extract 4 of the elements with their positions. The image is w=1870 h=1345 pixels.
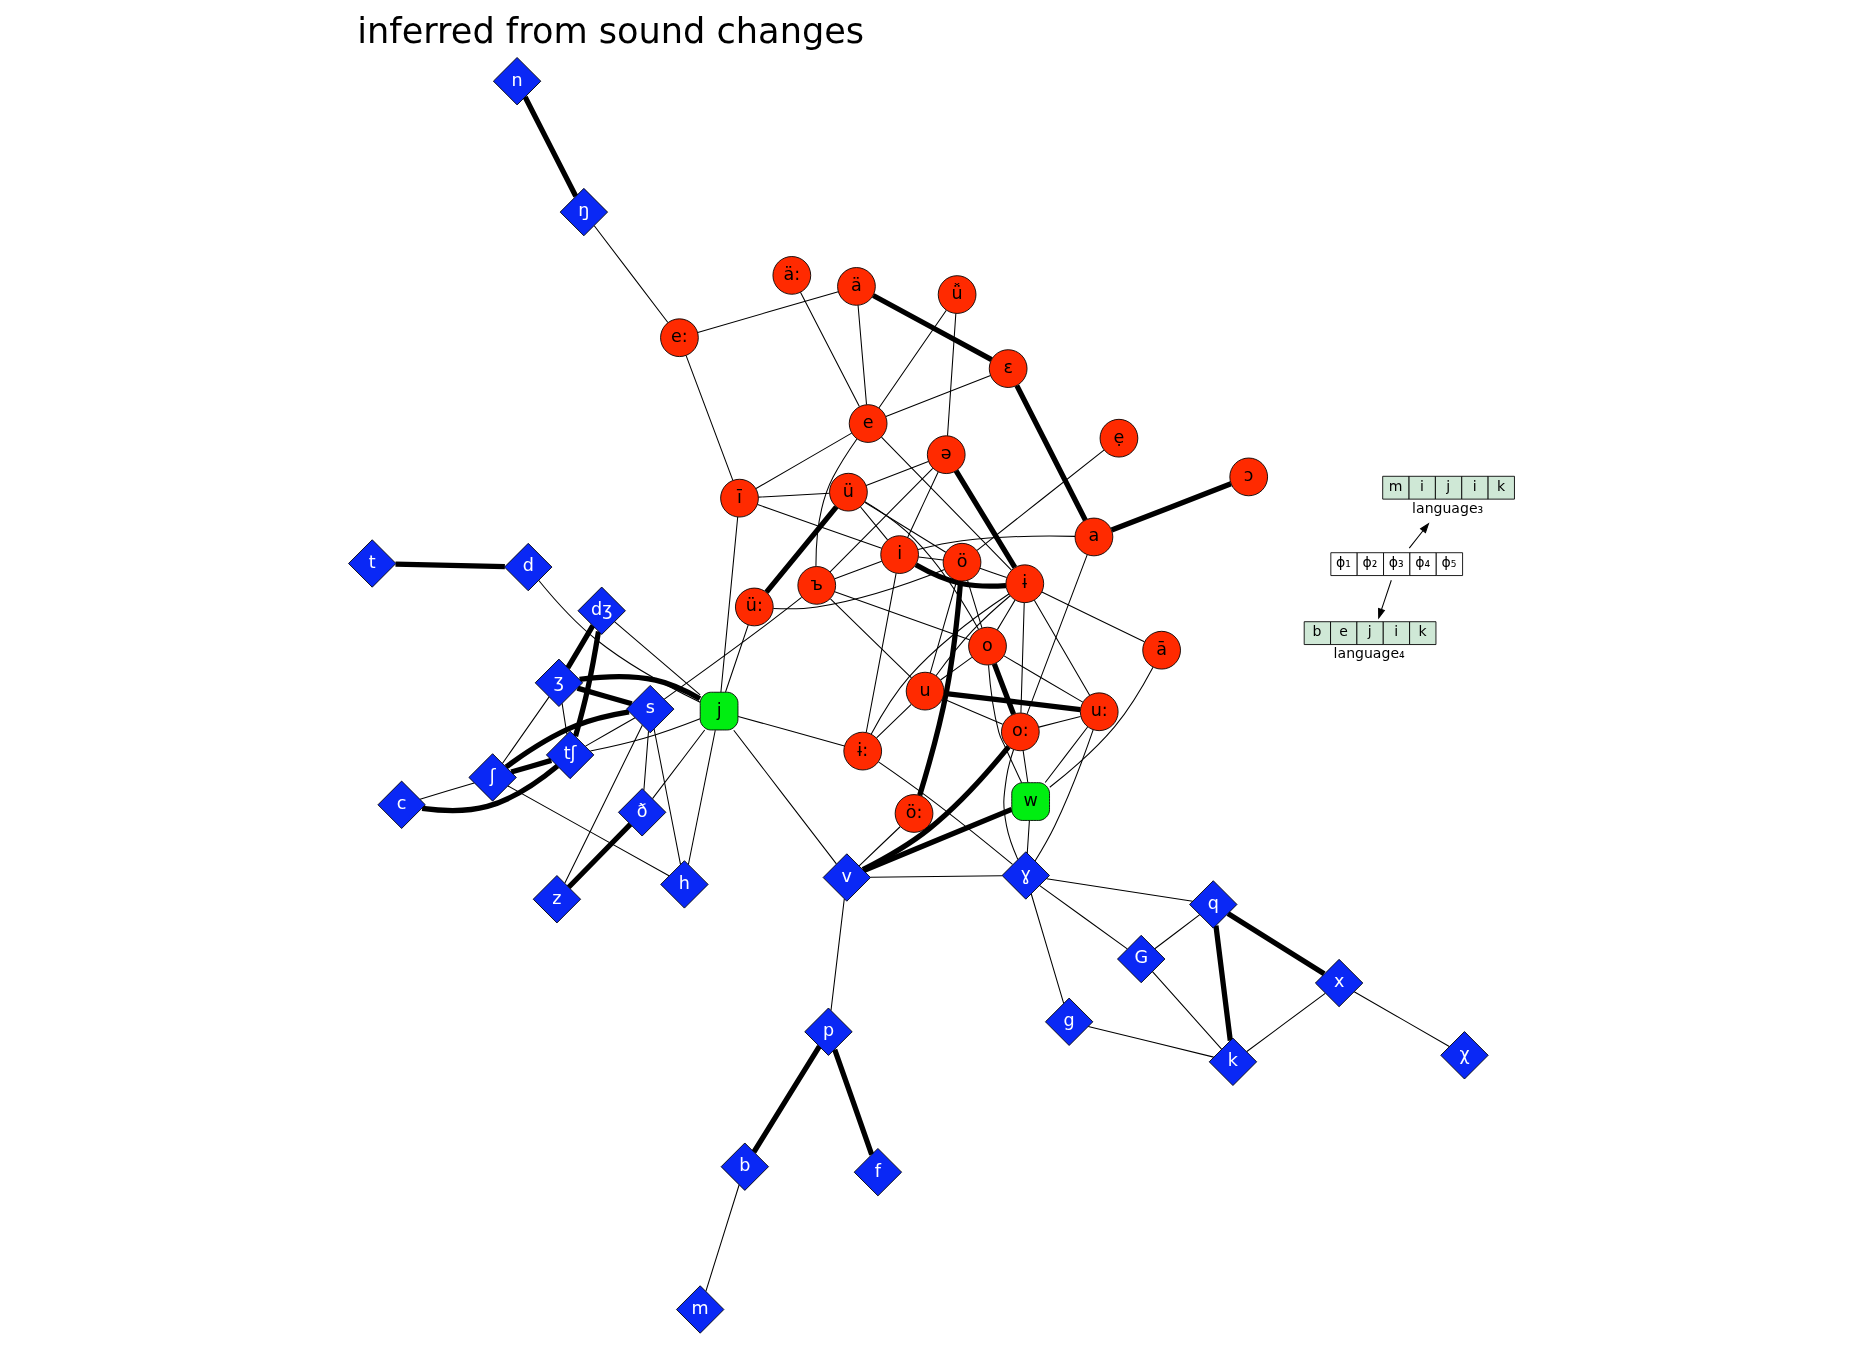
node-label: language₃ bbox=[1412, 500, 1484, 517]
diagram-title: inferred from sound changes bbox=[357, 10, 865, 52]
node-label: language₄ bbox=[1333, 645, 1405, 662]
node-text: ϕ₁ ϕ₂ ϕ₃ ϕ₄ ϕ₅ bbox=[1336, 554, 1457, 571]
